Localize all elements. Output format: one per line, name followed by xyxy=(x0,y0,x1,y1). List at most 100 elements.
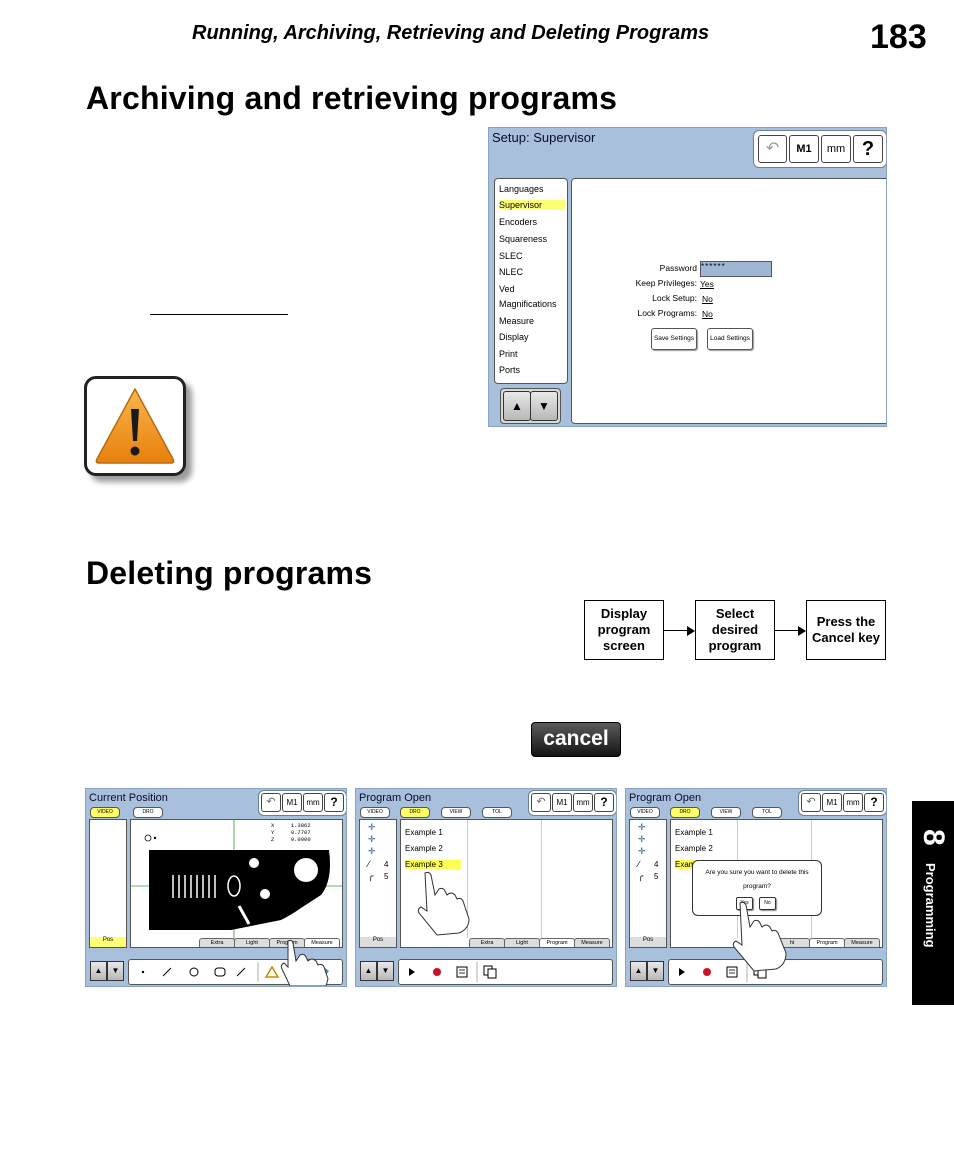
menu-item-slec[interactable]: SLEC xyxy=(499,251,523,261)
tab-view[interactable]: VIEW xyxy=(711,807,741,818)
tab-dro[interactable]: DRO xyxy=(133,807,163,818)
y-value: 0.7707 xyxy=(290,829,311,836)
setup-menu: Languages Supervisor Encoders Squareness… xyxy=(494,178,568,384)
arrow-down-icon[interactable]: ▼ xyxy=(530,391,558,421)
tab-extra[interactable]: Extra xyxy=(199,938,235,947)
z-axis-label: Z xyxy=(271,836,275,843)
menu-item-languages[interactable]: Languages xyxy=(499,184,544,194)
x-axis-label: X xyxy=(271,822,275,829)
point-icon: ✛ xyxy=(638,846,646,856)
running-header: Running, Archiving, Retrieving and Delet… xyxy=(192,22,710,44)
arrow-up-icon[interactable]: ▲ xyxy=(90,961,107,981)
pos-label: Pos xyxy=(630,937,666,947)
tab-dro[interactable]: DRO xyxy=(400,807,430,818)
menu-item-squareness[interactable]: Squareness xyxy=(499,234,548,244)
arc-icon: ╭ xyxy=(368,871,374,881)
pointing-hand-icon xyxy=(732,901,787,972)
units-button[interactable]: mm xyxy=(303,793,323,812)
units-button[interactable]: mm xyxy=(821,135,851,163)
units-button[interactable]: mm xyxy=(843,793,863,812)
y-axis-label: Y xyxy=(271,829,275,836)
chapter-number: 8 xyxy=(917,829,950,846)
warning-icon xyxy=(84,376,186,476)
undo-icon[interactable]: ↶ xyxy=(801,793,821,812)
arrow-up-icon[interactable]: ▲ xyxy=(360,961,377,981)
program-list-item[interactable]: Example 2 xyxy=(675,844,713,853)
z-value: 0.0000 xyxy=(290,836,311,843)
tab-measure[interactable]: Measure xyxy=(844,938,880,947)
lock-setup-value[interactable]: No xyxy=(702,294,713,304)
point-icon: ✛ xyxy=(368,846,376,856)
program-list-item[interactable]: Example 1 xyxy=(405,828,443,837)
top-toolbar: ↶ M1 mm ? xyxy=(798,790,886,816)
m1-button[interactable]: M1 xyxy=(822,793,842,812)
tab-program[interactable]: Program xyxy=(539,938,575,947)
chapter-label: Programming xyxy=(923,863,938,948)
tab-video[interactable]: VIDEO xyxy=(630,807,660,818)
m1-button[interactable]: M1 xyxy=(282,793,302,812)
tab-view[interactable]: VIEW xyxy=(441,807,471,818)
menu-item-display[interactable]: Display xyxy=(499,332,529,342)
undo-icon[interactable]: ↶ xyxy=(531,793,551,812)
arrow-down-icon[interactable]: ▼ xyxy=(107,961,124,981)
help-button[interactable]: ? xyxy=(594,793,614,812)
menu-item-supervisor[interactable]: Supervisor xyxy=(499,200,565,210)
menu-item-nlec[interactable]: NLEC xyxy=(499,267,524,277)
keep-privileges-value[interactable]: Yes xyxy=(700,279,714,289)
lock-programs-value[interactable]: No xyxy=(702,309,713,319)
save-settings-button[interactable]: Save Settings xyxy=(651,328,697,350)
menu-item-measure[interactable]: Measure xyxy=(499,316,535,326)
keep-privileges-label: Keep Privileges: xyxy=(635,278,697,288)
units-button[interactable]: mm xyxy=(573,793,593,812)
step-number: 4 xyxy=(654,860,659,869)
tab-tol[interactable]: TOL xyxy=(482,807,512,818)
help-button[interactable]: ? xyxy=(324,793,344,812)
underline-fragment xyxy=(150,314,288,315)
arrow-down-icon[interactable]: ▼ xyxy=(377,961,394,981)
program-steps-panel: ✛ ✛ ✛ ∕ 4 ╭ 5 Pos xyxy=(629,819,667,948)
m1-button[interactable]: M1 xyxy=(552,793,572,812)
tab-measure[interactable]: Measure xyxy=(574,938,610,947)
arrow-up-icon[interactable]: ▲ xyxy=(630,961,647,981)
undo-icon[interactable]: ↶ xyxy=(758,135,787,163)
arrow-up-icon[interactable]: ▲ xyxy=(503,391,531,421)
menu-item-magnifications[interactable]: Magnifications xyxy=(499,299,557,309)
help-button[interactable]: ? xyxy=(853,135,883,163)
tab-measure[interactable]: Measure xyxy=(304,938,340,947)
screen-title: Program Open xyxy=(629,792,702,804)
screen-title: Current Position xyxy=(89,792,168,804)
m1-button[interactable]: M1 xyxy=(789,135,819,163)
program-list-item-selected[interactable]: Example 3 xyxy=(405,860,461,869)
tab-light[interactable]: Light xyxy=(504,938,540,947)
scroll-arrows: ▲ ▼ xyxy=(500,388,561,424)
left-panel: Pos xyxy=(89,819,127,948)
supervisor-settings-panel: Password ****** Keep Privileges: Yes Loc… xyxy=(571,178,886,424)
password-label: Password xyxy=(659,263,697,273)
menu-item-ports[interactable]: Ports xyxy=(499,365,521,375)
x-value: 1.3862 xyxy=(290,822,311,829)
program-toolbar xyxy=(398,959,613,985)
program-open-screen-2: Program Open ↶ M1 mm ? VIDEO DRO VIEW TO… xyxy=(625,788,887,987)
password-input[interactable]: ****** xyxy=(700,261,772,277)
no-button[interactable]: No xyxy=(759,897,776,910)
undo-icon[interactable]: ↶ xyxy=(261,793,281,812)
program-list-item-selected[interactable]: Exam xyxy=(675,860,696,869)
page-number: 183 xyxy=(870,18,927,56)
tab-video[interactable]: VIDEO xyxy=(360,807,390,818)
menu-item-print[interactable]: Print xyxy=(499,349,518,359)
arrow-down-icon[interactable]: ▼ xyxy=(647,961,664,981)
program-steps-panel: ✛ ✛ ✛ ∕ 4 ╭ 5 Pos xyxy=(359,819,397,948)
program-list-item[interactable]: Example 2 xyxy=(405,844,443,853)
program-list-item[interactable]: Example 1 xyxy=(675,828,713,837)
tab-light[interactable]: Light xyxy=(234,938,270,947)
section-heading-archiving: Archiving and retrieving programs xyxy=(86,80,618,116)
menu-item-encoders[interactable]: Encoders xyxy=(499,217,538,227)
help-button[interactable]: ? xyxy=(864,793,884,812)
tab-dro[interactable]: DRO xyxy=(670,807,700,818)
tab-program[interactable]: Program xyxy=(809,938,845,947)
load-settings-button[interactable]: Load Settings xyxy=(707,328,753,350)
tab-extra[interactable]: Extra xyxy=(469,938,505,947)
tab-video[interactable]: VIDEO xyxy=(90,807,120,818)
menu-item-ved[interactable]: Ved xyxy=(499,284,515,294)
tab-tol[interactable]: TOL xyxy=(752,807,782,818)
